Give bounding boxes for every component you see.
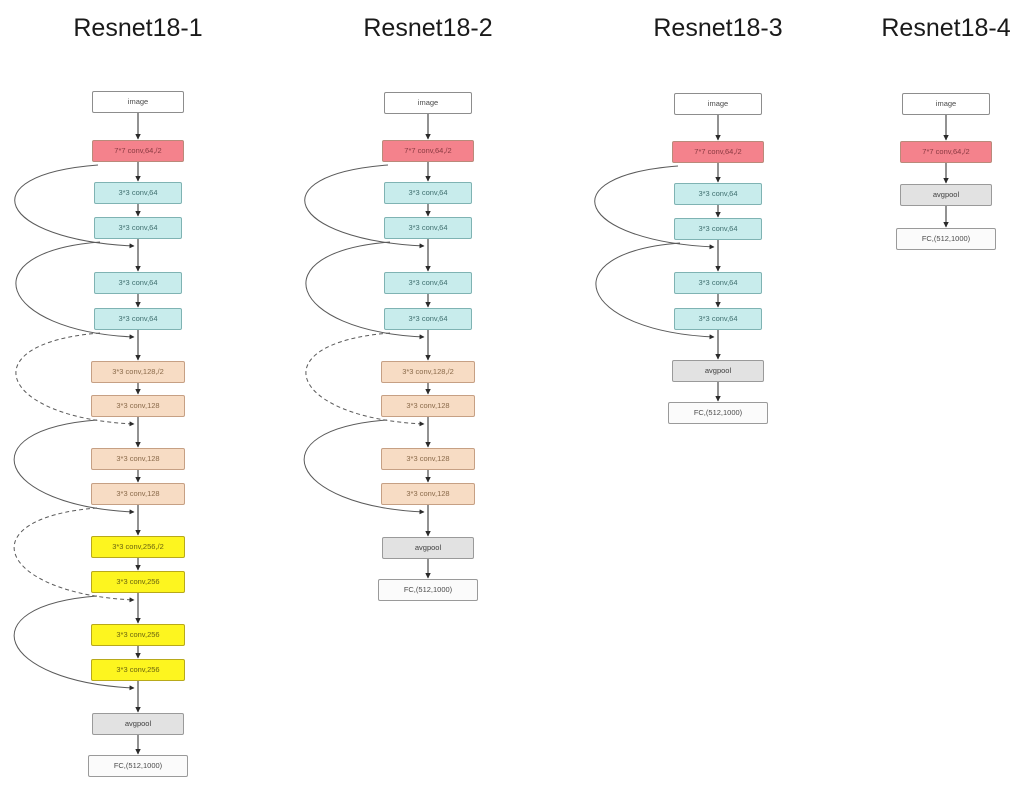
node-resnet18-1-conv64-5[interactable]: 3*3 conv,64 [94, 308, 182, 330]
node-resnet18-1-image-0[interactable]: image [92, 91, 184, 113]
node-resnet18-1-conv256-10[interactable]: 3*3 conv,256,/2 [91, 536, 185, 558]
node-resnet18-3-pool-6[interactable]: avgpool [672, 360, 764, 382]
node-resnet18-2-conv64-2[interactable]: 3*3 conv,64 [384, 182, 472, 204]
node-resnet18-1-conv256-11[interactable]: 3*3 conv,256 [91, 571, 185, 593]
node-resnet18-2-pool-10[interactable]: avgpool [382, 537, 474, 559]
node-resnet18-1-conv128-9[interactable]: 3*3 conv,128 [91, 483, 185, 505]
node-resnet18-3-conv64-4[interactable]: 3*3 conv,64 [674, 272, 762, 294]
node-resnet18-3-image-0[interactable]: image [674, 93, 762, 115]
node-resnet18-2-conv64-3[interactable]: 3*3 conv,64 [384, 217, 472, 239]
node-resnet18-2-conv64-5[interactable]: 3*3 conv,64 [384, 308, 472, 330]
column-title-resnet18-3: Resnet18-3 [653, 14, 783, 42]
node-resnet18-1-fc-15[interactable]: FC,(512,1000) [88, 755, 188, 777]
node-resnet18-4-image-0[interactable]: image [902, 93, 990, 115]
node-resnet18-1-conv64-4[interactable]: 3*3 conv,64 [94, 272, 182, 294]
node-resnet18-2-conv128-9[interactable]: 3*3 conv,128 [381, 483, 475, 505]
column-title-resnet18-2: Resnet18-2 [363, 14, 493, 42]
node-resnet18-1-pool-14[interactable]: avgpool [92, 713, 184, 735]
node-resnet18-4-fc-3[interactable]: FC,(512,1000) [896, 228, 996, 250]
column-title-resnet18-1: Resnet18-1 [73, 14, 203, 42]
node-resnet18-3-fc-7[interactable]: FC,(512,1000) [668, 402, 768, 424]
node-resnet18-3-conv64-5[interactable]: 3*3 conv,64 [674, 308, 762, 330]
node-resnet18-2-fc-11[interactable]: FC,(512,1000) [378, 579, 478, 601]
node-resnet18-2-image-0[interactable]: image [384, 92, 472, 114]
node-resnet18-1-conv64-3[interactable]: 3*3 conv,64 [94, 217, 182, 239]
node-resnet18-1-conv128-7[interactable]: 3*3 conv,128 [91, 395, 185, 417]
node-resnet18-4-pool-2[interactable]: avgpool [900, 184, 992, 206]
node-resnet18-2-conv128-7[interactable]: 3*3 conv,128 [381, 395, 475, 417]
node-resnet18-3-conv64-2[interactable]: 3*3 conv,64 [674, 183, 762, 205]
node-resnet18-1-conv128-6[interactable]: 3*3 conv,128,/2 [91, 361, 185, 383]
node-resnet18-2-conv7-1[interactable]: 7*7 conv,64,/2 [382, 140, 474, 162]
node-resnet18-1-conv7-1[interactable]: 7*7 conv,64,/2 [92, 140, 184, 162]
node-resnet18-2-conv64-4[interactable]: 3*3 conv,64 [384, 272, 472, 294]
node-resnet18-1-conv256-13[interactable]: 3*3 conv,256 [91, 659, 185, 681]
node-resnet18-1-conv256-12[interactable]: 3*3 conv,256 [91, 624, 185, 646]
node-resnet18-3-conv7-1[interactable]: 7*7 conv,64,/2 [672, 141, 764, 163]
node-resnet18-2-conv128-6[interactable]: 3*3 conv,128,/2 [381, 361, 475, 383]
node-resnet18-3-conv64-3[interactable]: 3*3 conv,64 [674, 218, 762, 240]
node-resnet18-1-conv64-2[interactable]: 3*3 conv,64 [94, 182, 182, 204]
node-resnet18-1-conv128-8[interactable]: 3*3 conv,128 [91, 448, 185, 470]
node-resnet18-2-conv128-8[interactable]: 3*3 conv,128 [381, 448, 475, 470]
node-resnet18-4-conv7-1[interactable]: 7*7 conv,64,/2 [900, 141, 992, 163]
column-title-resnet18-4: Resnet18-4 [881, 14, 1011, 42]
